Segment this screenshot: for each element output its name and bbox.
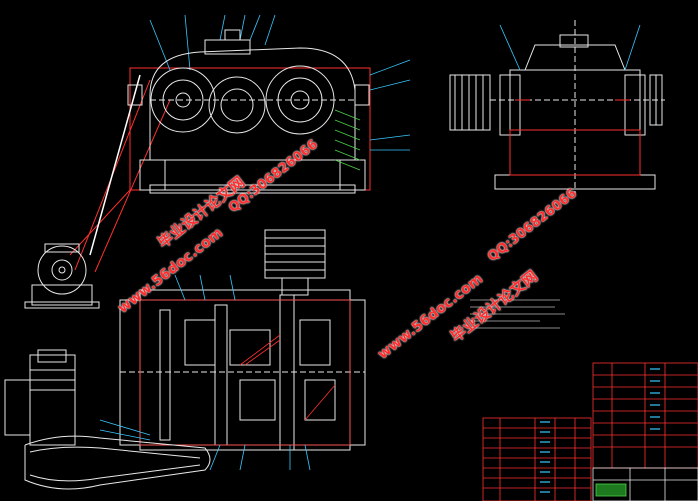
motor-front-view xyxy=(24,243,100,309)
plan-section-view xyxy=(99,229,366,471)
side-elevation-view xyxy=(449,20,665,195)
front-elevation-view xyxy=(69,14,411,273)
technical-notes xyxy=(470,299,565,329)
title-block xyxy=(592,467,698,501)
parts-list-table xyxy=(482,362,698,501)
motor-pulley-view xyxy=(4,349,211,490)
